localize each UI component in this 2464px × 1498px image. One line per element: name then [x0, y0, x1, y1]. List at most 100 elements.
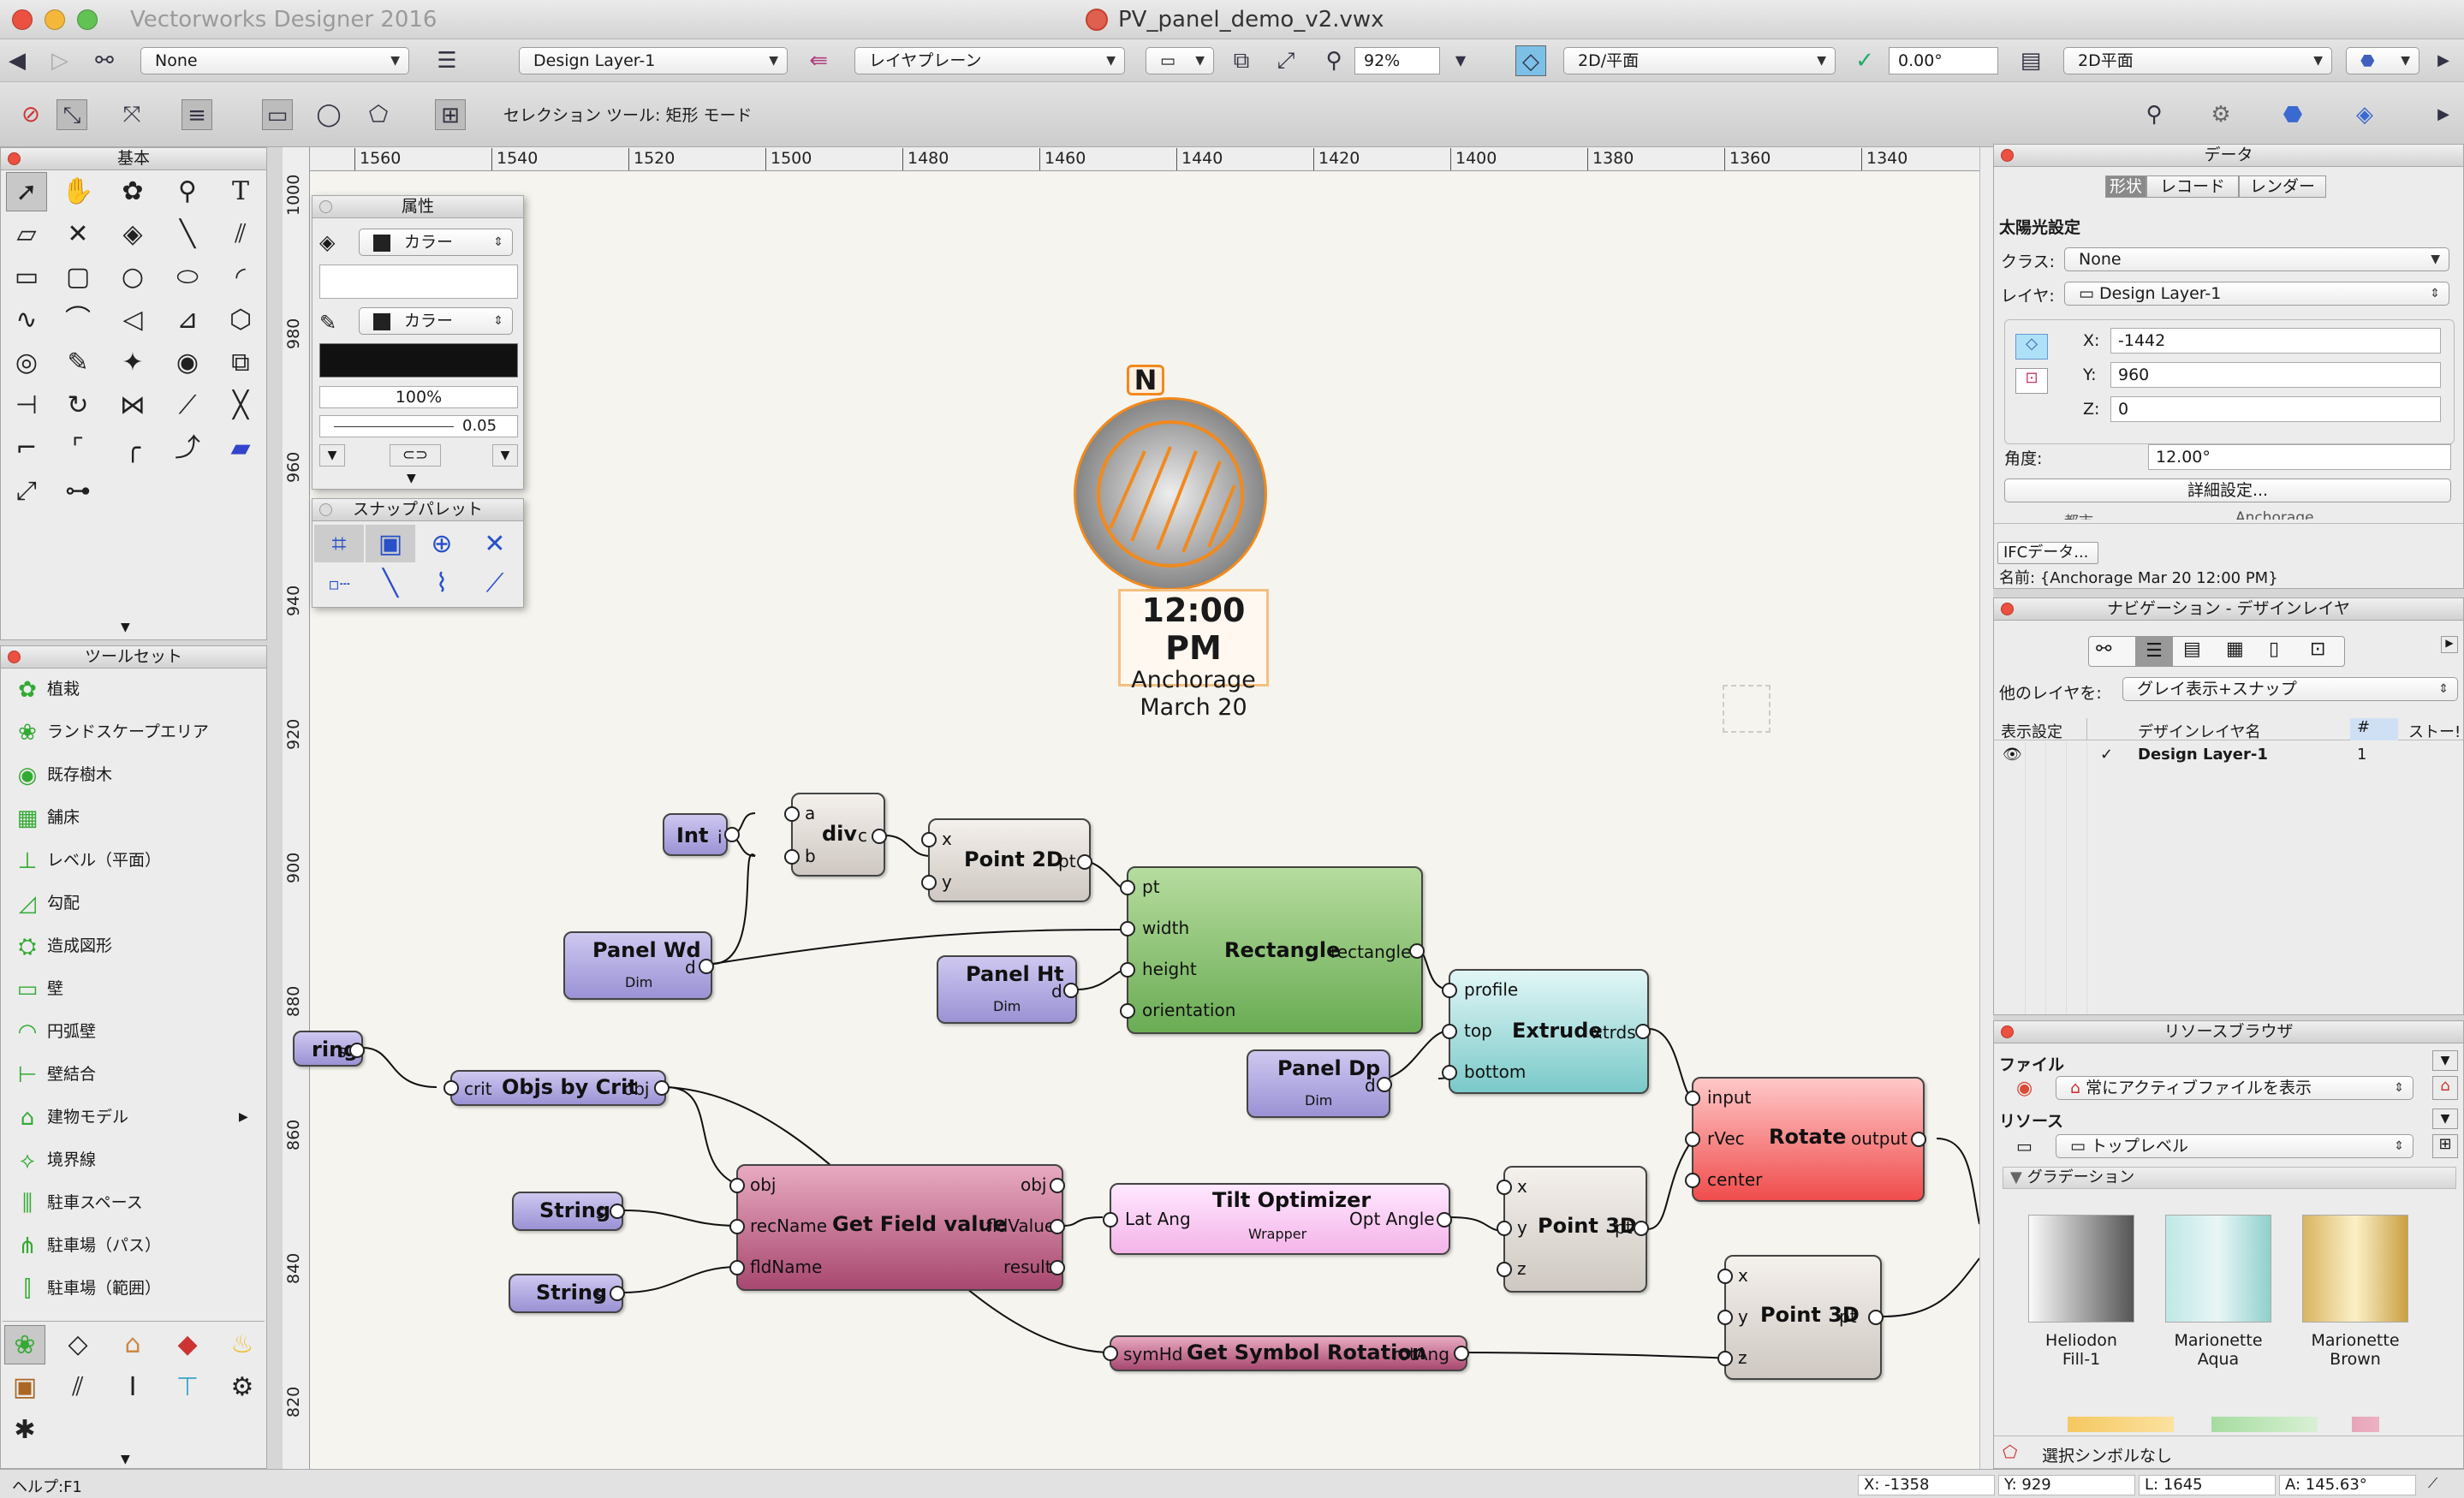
- double-polygon-tool-icon[interactable]: ⊿: [176, 305, 199, 335]
- design-layers-view-icon[interactable]: ☰: [2135, 637, 2173, 666]
- input-port[interactable]: [921, 875, 937, 890]
- extrude-node[interactable]: profile top bottom Extrude xtrds: [1442, 969, 1651, 1094]
- sheet-layers-view-icon[interactable]: ▤: [2183, 639, 2201, 660]
- output-port[interactable]: [1911, 1132, 1926, 1147]
- snap-distance-icon[interactable]: ▫┄: [328, 574, 350, 594]
- line-weight-field[interactable]: 0.05: [319, 415, 518, 437]
- output-port[interactable]: [724, 827, 740, 842]
- file-menu-icon[interactable]: ▼: [2432, 1050, 2458, 1071]
- toolsets-collapse-icon[interactable]: ▼: [121, 1453, 130, 1466]
- output-port[interactable]: [1437, 1212, 1452, 1228]
- spiral-tool-icon[interactable]: ◎: [15, 348, 39, 377]
- input-port[interactable]: [1685, 1132, 1700, 1147]
- saved-views-view-icon[interactable]: ▯: [2269, 639, 2280, 660]
- snap-edge-icon[interactable]: ╲: [382, 568, 399, 598]
- view-dropdown[interactable]: 2D/平面▼: [1563, 47, 1836, 74]
- callout-tool-icon[interactable]: ▱: [16, 219, 37, 249]
- input-port[interactable]: [784, 849, 800, 865]
- canvas-vertical-scrollbar[interactable]: [1979, 147, 1993, 1469]
- settings-gear-icon[interactable]: ⚙: [2211, 102, 2231, 128]
- oval-tool-icon[interactable]: ⬭: [176, 262, 199, 292]
- output-port[interactable]: [1454, 1346, 1469, 1361]
- snap-tangent-icon[interactable]: ⌇: [435, 568, 449, 598]
- link-icon[interactable]: ⊂⊃: [390, 444, 441, 467]
- panel-ht-node[interactable]: Panel Ht Dim d: [937, 955, 1079, 1024]
- close-window-button[interactable]: [12, 9, 33, 30]
- visualization-toolset-icon[interactable]: ◆: [177, 1329, 198, 1359]
- mirror-tool-icon[interactable]: ⋈: [120, 390, 146, 420]
- layer-stack-icon[interactable]: ☰: [437, 48, 457, 74]
- zoom-field[interactable]: 92%: [1354, 47, 1440, 74]
- tool-preferences-icon[interactable]: ⊞: [435, 99, 466, 130]
- site-planning-toolset-icon[interactable]: ❀: [4, 1325, 45, 1364]
- polygon-tool-icon[interactable]: ◁: [122, 305, 143, 335]
- split-tool-icon[interactable]: ⟋: [178, 390, 197, 420]
- angle-icon[interactable]: ✓: [1855, 48, 1874, 74]
- navigation-menu-icon[interactable]: ▶: [2441, 636, 2458, 653]
- gradient-thumbnail[interactable]: [2165, 1215, 2271, 1323]
- custom-toolset-icon[interactable]: ✱: [14, 1415, 36, 1445]
- class-hierarchy-icon[interactable]: ⚯: [95, 48, 114, 74]
- zoom-menu-icon[interactable]: ▼: [1455, 52, 1467, 68]
- resource-menu-icon[interactable]: ▼: [2432, 1109, 2458, 1129]
- x-field[interactable]: -1442: [2110, 328, 2441, 354]
- output-port[interactable]: [610, 1204, 625, 1219]
- minimize-window-button[interactable]: [45, 9, 65, 30]
- snap-grid-icon[interactable]: ⌗: [314, 525, 364, 562]
- output-port[interactable]: [1377, 1077, 1392, 1092]
- name-column-header[interactable]: デザインレイヤ名: [2138, 723, 2261, 741]
- output-port[interactable]: [1050, 1178, 1065, 1193]
- snap-object-icon[interactable]: ▣: [366, 525, 415, 562]
- classes-view-icon[interactable]: ⚯: [2096, 639, 2112, 660]
- output-port[interactable]: [610, 1286, 625, 1301]
- tangent-tool-icon[interactable]: ⤴: [175, 433, 200, 463]
- point2d-node[interactable]: x y Point 2D pt: [921, 818, 1092, 902]
- snap-surface-icon[interactable]: ⟋: [485, 568, 504, 598]
- measure-tool-icon[interactable]: ⤢: [16, 476, 37, 506]
- detailing-toolset-icon[interactable]: ⫽: [72, 1372, 84, 1402]
- snap-magnify-icon[interactable]: ⚲: [2146, 102, 2163, 128]
- resize-grip-icon[interactable]: ⟋: [2428, 1475, 2438, 1491]
- angle-field[interactable]: 0.00°: [1889, 47, 1998, 74]
- view-plane-icon[interactable]: ◇: [1515, 45, 1546, 76]
- input-port[interactable]: [1120, 880, 1135, 895]
- rectangle-node[interactable]: pt width height orientation Rectangle re…: [1120, 866, 1425, 1034]
- input-port[interactable]: [1120, 921, 1135, 936]
- input-port[interactable]: [1497, 1221, 1512, 1236]
- light-options-dropdown[interactable]: ⬣▼: [2346, 47, 2419, 74]
- angle-field[interactable]: 12.00°: [2148, 444, 2451, 470]
- double-line-tool-icon[interactable]: ⫽: [235, 219, 247, 249]
- rotate-node[interactable]: input rVec center Rotate output: [1685, 1077, 1926, 1202]
- fit-objects-icon[interactable]: ⤢: [1277, 48, 1295, 74]
- freehand-tool-icon[interactable]: ∿: [15, 305, 38, 335]
- string-node[interactable]: String s: [512, 1192, 625, 1231]
- line-tool-icon[interactable]: ╲: [179, 219, 196, 249]
- dimension-tool-icon[interactable]: ⊣: [15, 390, 39, 420]
- close-icon[interactable]: [2001, 1025, 2014, 1038]
- toolset-item[interactable]: ◠円弧壁: [8, 1013, 265, 1050]
- div-node[interactable]: a b div c: [784, 793, 887, 877]
- offset-tool-icon[interactable]: ⌐: [15, 433, 38, 463]
- class-dropdown[interactable]: None▼: [140, 47, 409, 74]
- attribute-mapping-tool-icon[interactable]: ✦: [122, 348, 144, 377]
- input-port[interactable]: [1685, 1173, 1700, 1188]
- circle-tool-icon[interactable]: ○: [121, 262, 145, 292]
- rectangle-mode-icon[interactable]: ▭: [262, 99, 293, 130]
- input-port[interactable]: [729, 1260, 745, 1275]
- plane-dropdown[interactable]: レイヤプレーン▼: [854, 47, 1125, 74]
- int-node[interactable]: Int i: [663, 813, 740, 856]
- input-port[interactable]: [1717, 1310, 1733, 1325]
- multi-select-icon[interactable]: ⤧: [122, 102, 141, 128]
- output-port[interactable]: [1077, 854, 1092, 870]
- text-tool-icon[interactable]: T: [231, 176, 249, 206]
- render-mode-icon[interactable]: ▤: [2020, 48, 2042, 74]
- input-port[interactable]: [443, 1080, 459, 1096]
- mode-settings-icon[interactable]: ≡: [182, 99, 212, 130]
- furniture-toolset-icon[interactable]: ▣: [12, 1372, 38, 1402]
- toolset-item[interactable]: ▦舗床: [8, 799, 265, 836]
- close-icon[interactable]: [319, 200, 332, 213]
- pan-tool-icon[interactable]: ✋: [62, 176, 94, 206]
- category-header[interactable]: ▼ グラデーション: [2003, 1167, 2456, 1189]
- output-port[interactable]: [654, 1080, 670, 1096]
- output-port[interactable]: [1050, 1260, 1065, 1275]
